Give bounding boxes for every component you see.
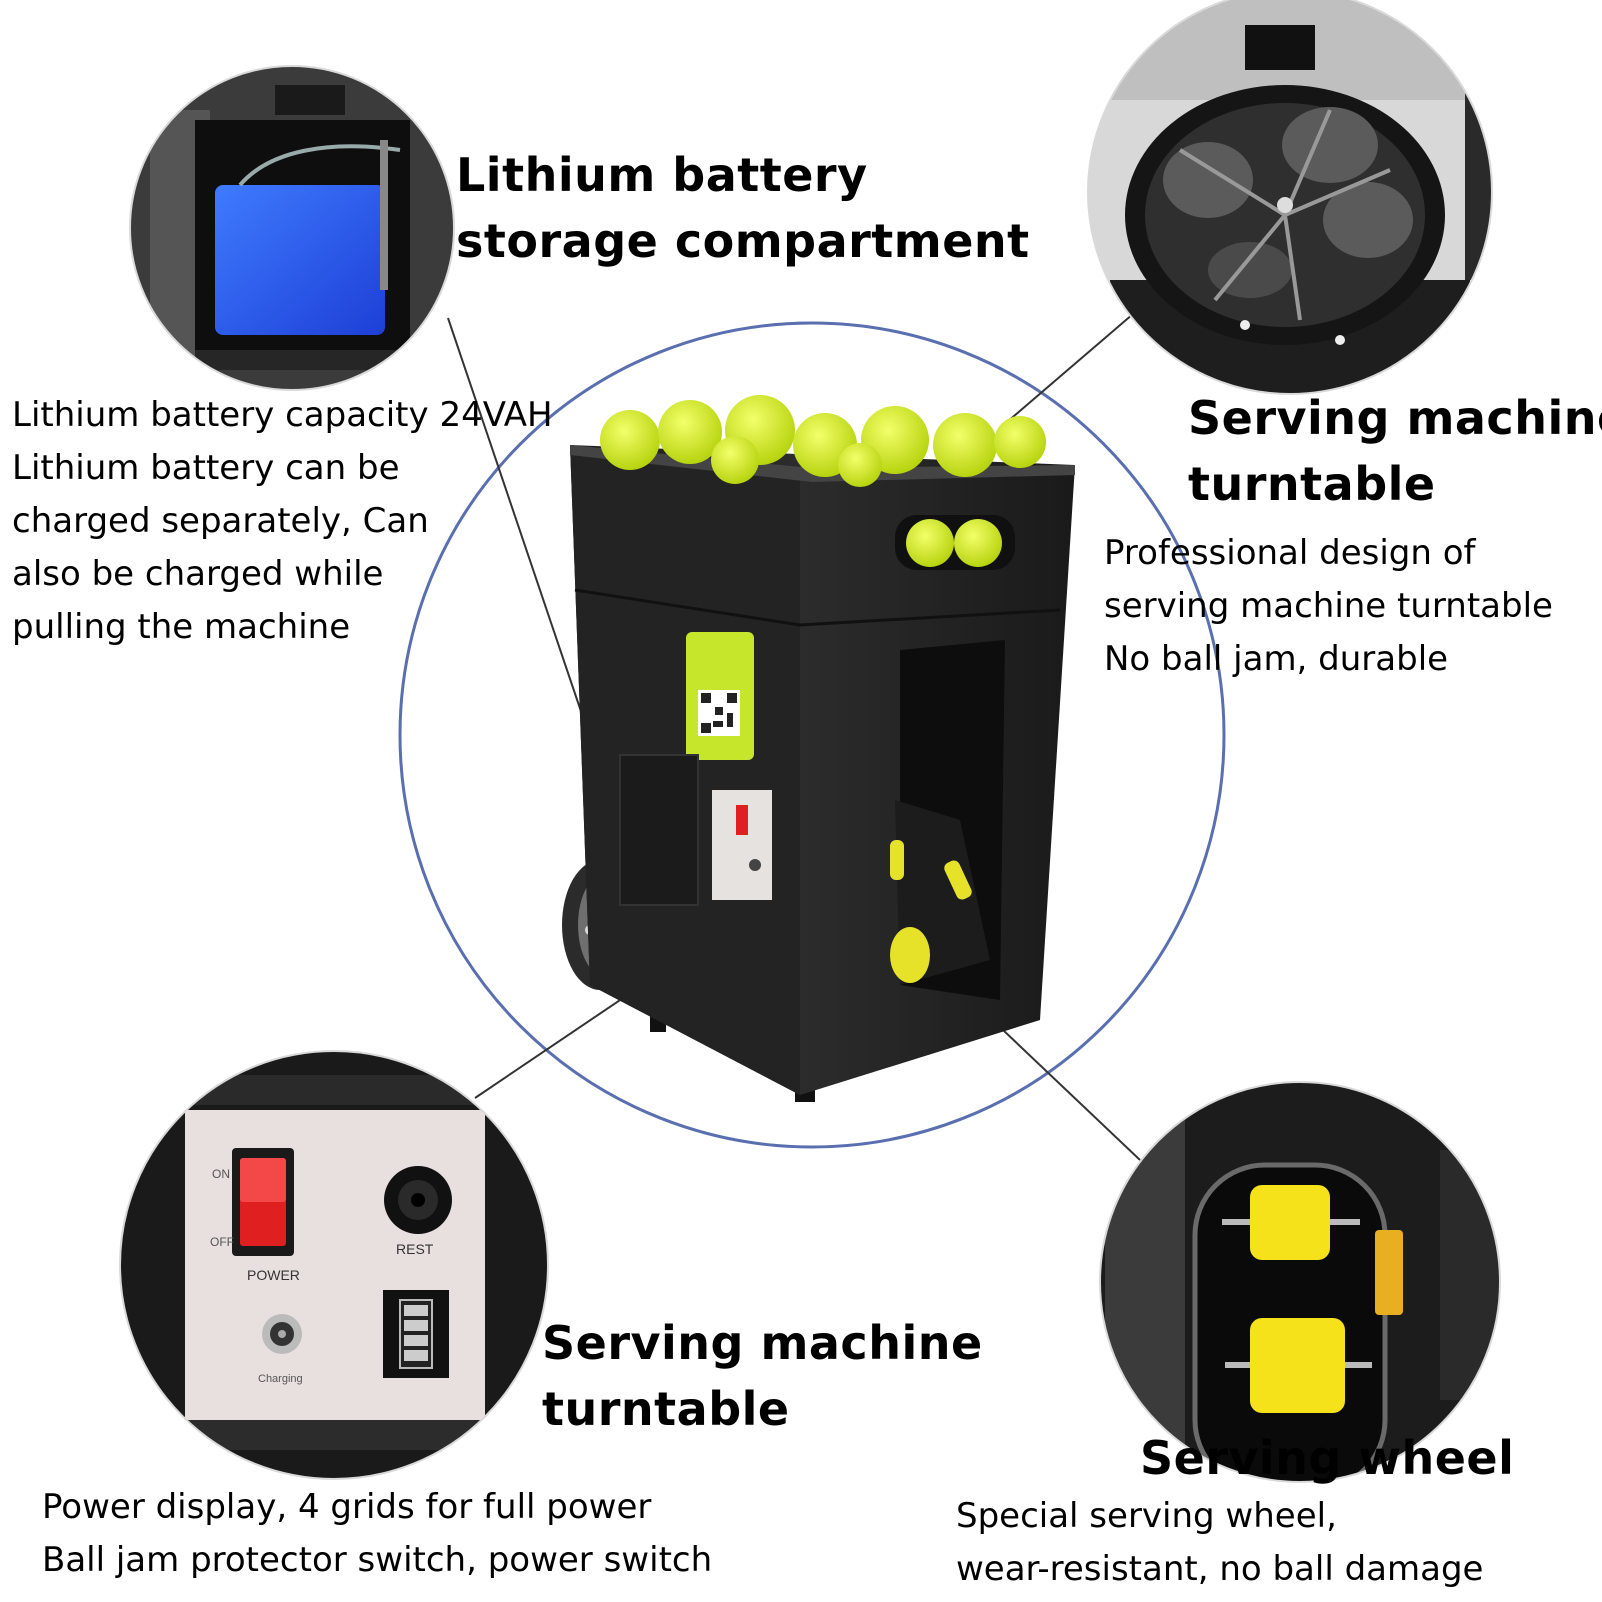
serving-wheel-photo [1100, 1082, 1500, 1482]
battery-desc-line5: pulling the machine [12, 607, 351, 647]
battery-compartment-photo [130, 66, 454, 390]
turntable-heading-line1: Serving machine [1188, 391, 1602, 445]
panel-desc-line1: Power display, 4 grids for full power [42, 1487, 652, 1527]
turntable-heading-line2: turntable [1188, 457, 1436, 511]
center-ring [398, 321, 1226, 1149]
battery-desc-line2: Lithium battery can be [12, 448, 400, 488]
panel-desc-line2: Ball jam protector switch, power switch [42, 1540, 713, 1580]
battery-heading-line1: Lithium battery [456, 148, 868, 202]
lower-roller [1250, 1318, 1345, 1413]
panel-heading-line2: turntable [542, 1382, 790, 1436]
battery-desc-line4: also be charged while [12, 554, 384, 594]
turntable-photo [1088, 0, 1492, 394]
control-panel-photo: ON OFF POWER REST Charging [120, 1051, 548, 1479]
tennis-balls [600, 395, 1046, 487]
switch-off-label: OFF [210, 1235, 234, 1249]
charging-label: Charging [258, 1373, 303, 1385]
ball-machine [562, 395, 1075, 1102]
power-label: POWER [247, 1267, 300, 1283]
wheel-heading: Serving wheel [1140, 1431, 1515, 1485]
rest-label: REST [396, 1241, 434, 1257]
battery-desc-line3: charged separately, Can [12, 501, 429, 541]
turntable-desc-line3: No ball jam, durable [1104, 639, 1449, 679]
lithium-battery-pack [215, 185, 385, 335]
wheel-desc-line1: Special serving wheel, [956, 1496, 1337, 1536]
wheel-desc-line2: wear-resistant, no ball damage [956, 1549, 1484, 1589]
turntable-desc-line2: serving machine turntable [1104, 586, 1553, 626]
handle-ball [906, 519, 954, 567]
turntable-desc-line1: Professional design of [1104, 533, 1476, 573]
battery-heading-line2: storage compartment [456, 214, 1030, 268]
battery-desc-line1: Lithium battery capacity 24VAH [12, 395, 553, 435]
panel-heading-line1: Serving machine [542, 1316, 983, 1370]
switch-on-label: ON [212, 1167, 230, 1181]
upper-roller [1250, 1185, 1330, 1260]
